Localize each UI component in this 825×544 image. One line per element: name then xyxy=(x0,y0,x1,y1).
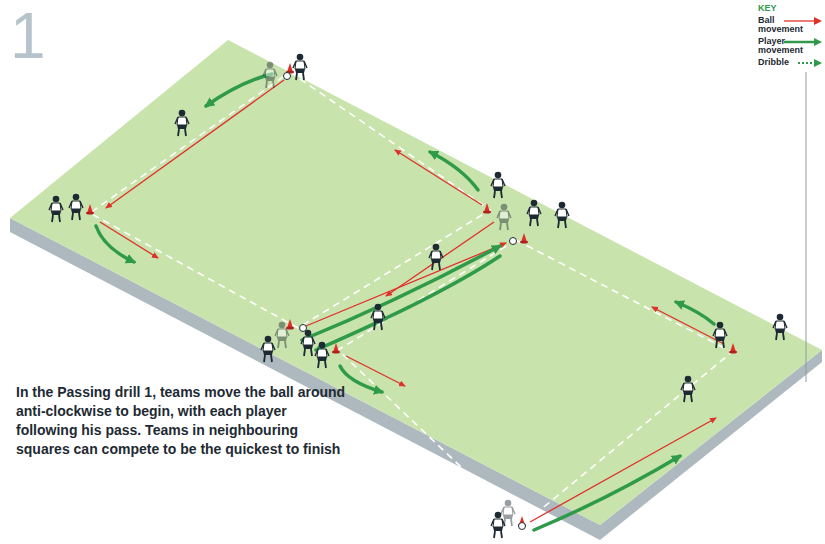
legend-line xyxy=(798,62,815,64)
legend-title: KEY xyxy=(758,3,825,13)
legend-arrowhead xyxy=(814,59,822,67)
margin-rule xyxy=(806,72,807,382)
legend-text: Dribble xyxy=(758,58,798,67)
legend-arrowhead xyxy=(814,38,822,46)
grid-squares xyxy=(90,72,732,525)
caption: In the Passing drill 1, teams move the b… xyxy=(16,383,346,459)
legend-line xyxy=(784,41,815,44)
legend-row: Dribble xyxy=(758,58,825,70)
legend-arrowhead xyxy=(814,17,822,25)
legend-text: Ball movement xyxy=(758,16,798,34)
balls xyxy=(284,73,526,530)
legend: KEY Ball movementPlayer movementDribble xyxy=(752,0,825,70)
drill-number: 1 xyxy=(10,4,46,68)
legend-text: Player movement xyxy=(758,37,798,55)
legend-sample xyxy=(798,59,823,68)
pitch xyxy=(10,40,822,525)
player-movement xyxy=(96,74,714,530)
legend-row: Ball movement xyxy=(758,16,825,37)
players xyxy=(49,54,787,538)
legend-line xyxy=(784,20,815,21)
legend-row: Player movement xyxy=(758,37,825,58)
